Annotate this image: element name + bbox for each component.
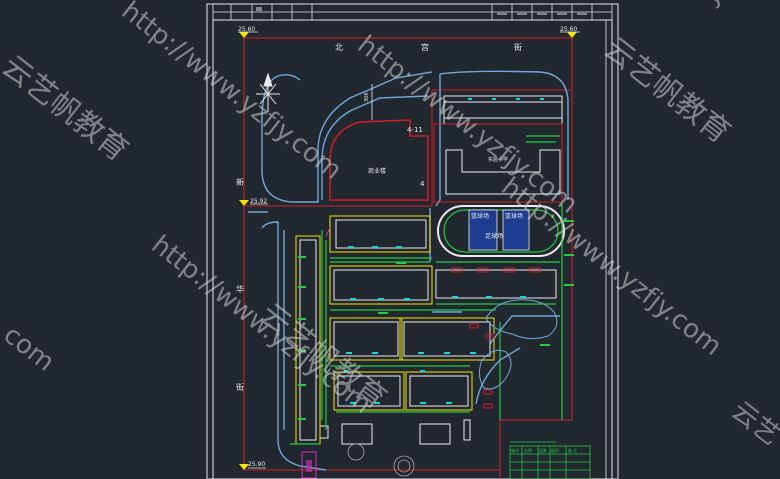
legend-table xyxy=(509,441,591,479)
mall-label: 商业楼 xyxy=(368,167,386,175)
field-block-left: 篮球场 xyxy=(471,212,489,220)
red-car-markers xyxy=(451,267,541,409)
magenta-fill xyxy=(306,460,312,472)
garden-area xyxy=(478,299,558,390)
green-labels xyxy=(298,220,574,420)
magenta-mark xyxy=(325,227,331,237)
street-west-2: 华 xyxy=(236,284,244,294)
school-green-strip xyxy=(526,135,560,143)
street-west-3: 街 xyxy=(236,382,244,392)
title-block xyxy=(212,3,613,479)
legend-col-2: 名称 xyxy=(524,447,532,453)
elevation-mid-left: 25.92 xyxy=(250,198,267,205)
legend-col-4: 面积 xyxy=(551,447,559,453)
elevation-top-right: 25.60 xyxy=(560,26,577,33)
street-north-3: 街 xyxy=(514,42,522,52)
legend-col-3: 层数 xyxy=(539,447,547,453)
elevation-bottom-left: 25.90 xyxy=(248,461,265,468)
street-north-2: 宫 xyxy=(421,42,429,52)
elevation-underlines xyxy=(238,31,580,469)
road-red-lines xyxy=(243,37,573,479)
residential-cyan-marks xyxy=(344,246,526,404)
north-arrow-icon xyxy=(256,72,280,112)
landscape-green xyxy=(290,204,563,445)
magenta-lot xyxy=(301,451,317,479)
school-building-marks xyxy=(468,98,544,100)
title-block-marks xyxy=(256,7,587,15)
legend-col-5: 备 注 xyxy=(568,447,577,453)
field-center-label: 足球场 xyxy=(485,232,503,240)
school-block xyxy=(433,95,563,203)
block-number: 4 xyxy=(420,180,425,188)
legend-col-1: 编号 xyxy=(511,447,519,453)
elevation-markers xyxy=(239,32,577,470)
block-id: 4-11 xyxy=(407,126,423,134)
width-label: 30K xyxy=(364,92,370,102)
mall-block xyxy=(329,119,429,201)
sports-field xyxy=(437,205,565,257)
bottom-round-features xyxy=(347,443,415,477)
elevation-top-left: 25.60 xyxy=(238,26,255,33)
street-north-1: 北 xyxy=(335,43,343,52)
street-west-1: 新 xyxy=(236,177,244,187)
school-label: 实验小学 xyxy=(488,156,508,163)
field-block-right: 篮球场 xyxy=(505,212,523,220)
